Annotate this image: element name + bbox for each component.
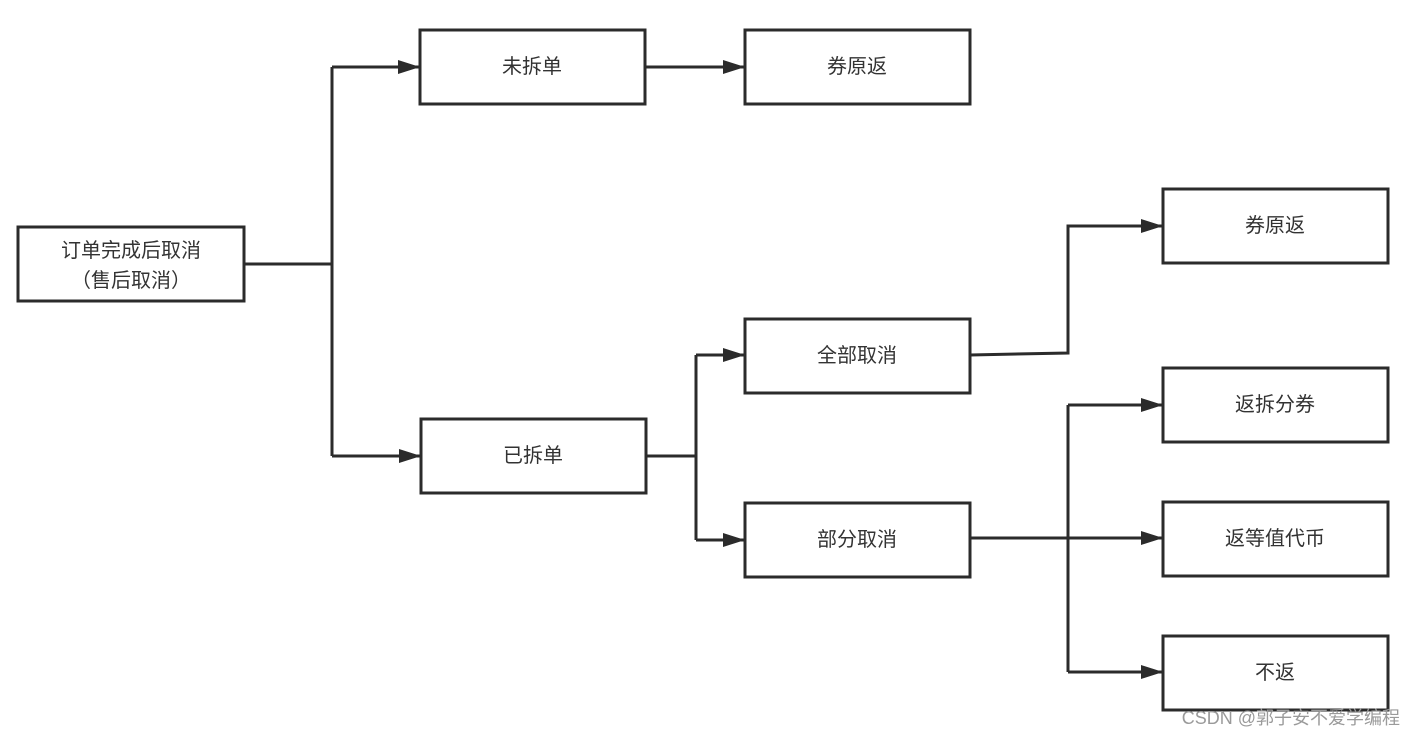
connectors xyxy=(244,60,1163,679)
node-coupon-return-top-box xyxy=(743,28,972,106)
node-not-split-label: 未拆单 xyxy=(502,55,562,78)
node-coupon-return-top: 券原返 xyxy=(743,28,972,106)
arrow-full-cancel-to-coupon-return xyxy=(969,219,1163,357)
node-no-return-label: 不返 xyxy=(1255,661,1295,684)
node-no-return: 不返 xyxy=(1161,634,1390,712)
node-coupon-return-top-label: 券原返 xyxy=(827,55,887,78)
watermark-text: CSDN @郭子安不爱学编程 xyxy=(1182,708,1400,728)
node-root-box xyxy=(16,225,246,303)
node-split: 已拆单 xyxy=(419,417,648,495)
node-coupon-return-right-label: 券原返 xyxy=(1245,214,1305,237)
node-no-return-box xyxy=(1161,634,1390,712)
node-full-cancel-box xyxy=(743,317,972,395)
node-return-split-coupon-box xyxy=(1161,366,1390,444)
node-return-split-coupon: 返拆分券 xyxy=(1161,366,1390,444)
node-return-equivalent-token: 返等值代币 xyxy=(1161,500,1390,578)
node-coupon-return-right-box xyxy=(1161,187,1390,265)
node-root-label-line1: 订单完成后取消 xyxy=(61,239,201,262)
node-full-cancel-label: 全部取消 xyxy=(817,344,897,367)
node-coupon-return-right: 券原返 xyxy=(1161,187,1390,265)
node-root-label-line2: （售后取消） xyxy=(71,269,191,292)
node-return-equivalent-token-box xyxy=(1161,500,1390,578)
node-partial-cancel-label: 部分取消 xyxy=(817,528,897,551)
node-full-cancel: 全部取消 xyxy=(743,317,972,395)
node-root: 订单完成后取消 （售后取消） xyxy=(16,225,246,303)
node-not-split-box xyxy=(418,28,647,106)
node-partial-cancel: 部分取消 xyxy=(743,501,972,579)
node-return-split-coupon-label: 返拆分券 xyxy=(1235,393,1315,416)
node-not-split: 未拆单 xyxy=(418,28,647,106)
node-partial-cancel-box xyxy=(743,501,972,579)
node-split-label: 已拆单 xyxy=(503,444,563,467)
node-return-equivalent-token-label: 返等值代币 xyxy=(1225,527,1325,550)
node-split-box xyxy=(419,417,648,495)
